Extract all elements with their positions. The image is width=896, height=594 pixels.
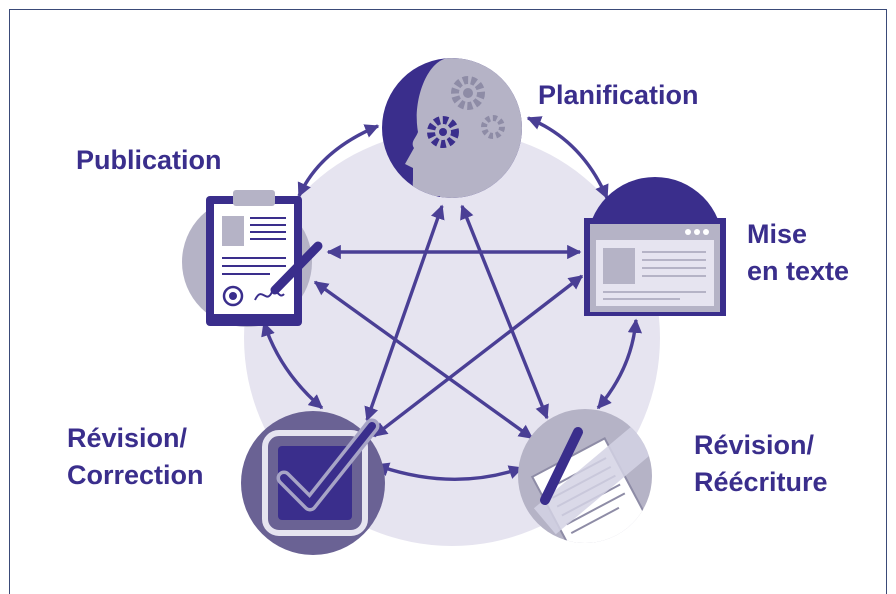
- label-planification: Planification: [538, 77, 699, 114]
- label-revision-correction: Révision/ Correction: [67, 420, 204, 494]
- arrow-publication-planification: [297, 124, 380, 198]
- clipboard-signed-document-icon: [182, 190, 323, 327]
- label-planification-text: Planification: [538, 80, 699, 110]
- label-revision-reecriture-line2: Réécriture: [694, 467, 828, 497]
- label-mise-en-texte-line1: Mise: [747, 219, 808, 249]
- label-publication: Publication: [76, 142, 222, 179]
- star-arrows: [313, 204, 584, 440]
- arrow-reecriture-correction: [374, 462, 524, 481]
- checkbox-check-icon: [241, 411, 385, 555]
- label-revision-reecriture-line1: Révision/: [694, 430, 815, 460]
- label-revision-correction-line2: Correction: [67, 460, 204, 490]
- diagram-frame: [9, 9, 887, 594]
- label-mise-en-texte-line2: en texte: [747, 256, 850, 286]
- label-revision-reecriture: Révision/ Réécriture: [694, 427, 828, 501]
- arrow-mise-reecriture: [596, 318, 643, 410]
- label-publication-text: Publication: [76, 145, 222, 175]
- arrow-correction-publication: [261, 321, 324, 410]
- cycle-arrows: [261, 116, 643, 481]
- arrow-planification-mise: [526, 116, 609, 200]
- head-gears-icon: [382, 58, 522, 198]
- arrow-mise-correction: [372, 274, 584, 438]
- pencil-document-icon: [518, 409, 652, 543]
- browser-window-icon: [584, 177, 726, 316]
- label-revision-correction-line1: Révision/: [67, 423, 188, 453]
- label-mise-en-texte: Mise en texte: [747, 216, 849, 290]
